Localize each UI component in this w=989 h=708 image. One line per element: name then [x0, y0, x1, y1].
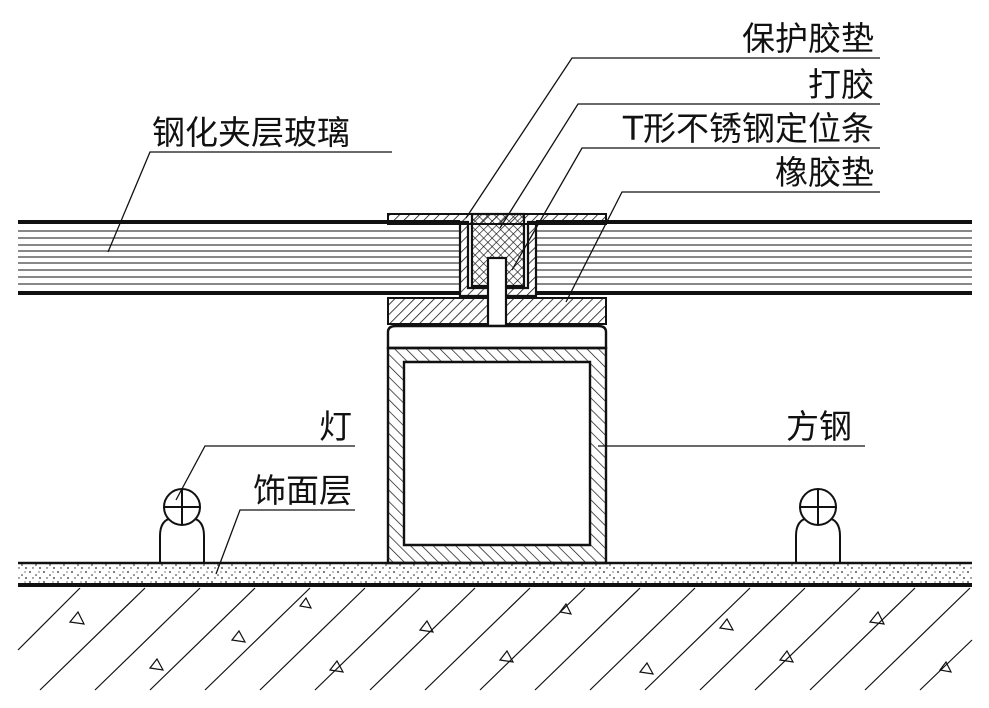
square-steel-tube [386, 324, 608, 565]
label-finish-layer: 饰面层 [253, 471, 352, 510]
rubber-gasket [387, 297, 607, 325]
leader-lines [107, 57, 880, 575]
t-steel-positioning-strip [458, 212, 538, 328]
label-sealant: 打胶 [808, 65, 874, 104]
finish-layer [18, 561, 972, 587]
label-square-steel: 方钢 [786, 407, 852, 446]
lamp-left [159, 488, 205, 564]
lamp-right [795, 488, 841, 564]
label-protective-gasket: 保护胶垫 [742, 19, 874, 58]
concrete-base [17, 587, 973, 691]
label-laminated-glass: 钢化夹层玻璃 [152, 113, 350, 152]
label-t-steel-strip: T形不锈钢定位条 [622, 109, 874, 148]
labels: 保护胶垫 打胶 T形不锈钢定位条 橡胶垫 钢化夹层玻璃 灯 饰面层 方钢 [152, 19, 874, 510]
label-rubber-gasket: 橡胶垫 [775, 153, 874, 192]
label-lamp: 灯 [319, 407, 352, 446]
laminated-glass-panels [18, 220, 972, 295]
